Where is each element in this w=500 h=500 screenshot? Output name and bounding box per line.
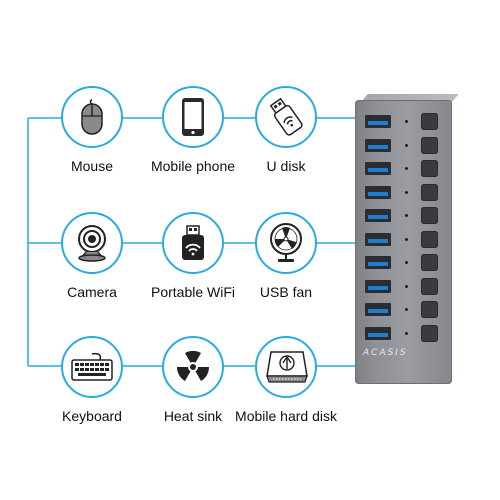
usb-port-row [365, 277, 445, 295]
device-label: Mobile hard disk [235, 408, 337, 424]
port-power-switch[interactable] [421, 301, 438, 318]
device-label: Mouse [70, 158, 114, 174]
usb-port [365, 256, 391, 269]
port-led-indicator [405, 331, 408, 335]
usb-port [365, 209, 391, 222]
port-led-indicator [405, 190, 408, 194]
device-u-disk: U disk [236, 86, 336, 174]
port-led-indicator [405, 284, 408, 288]
device-label: Keyboard [62, 408, 122, 424]
usb-port-row [365, 254, 445, 271]
usb-port-row [365, 301, 445, 318]
port-led-indicator [405, 167, 408, 170]
device-portable-wifi: Portable WiFi [143, 212, 243, 300]
port-power-switch[interactable] [421, 136, 438, 154]
port-led-indicator [405, 308, 408, 311]
port-power-switch[interactable] [421, 277, 438, 295]
port-led-indicator [405, 143, 408, 147]
wifi-adapter-icon [162, 212, 224, 274]
usb-port [365, 279, 391, 293]
webcam-icon [61, 212, 123, 274]
device-mouse: Mouse [42, 86, 142, 174]
usb-port-row [365, 324, 445, 342]
hard-disk-icon [255, 336, 317, 398]
device-mobile-phone: Mobile phone [143, 86, 243, 174]
usb-port-row [365, 183, 445, 201]
port-power-switch[interactable] [421, 183, 438, 201]
usb-port-row [365, 230, 445, 248]
port-power-switch[interactable] [421, 207, 438, 224]
mouse-icon [61, 86, 123, 148]
keyboard-icon [61, 336, 123, 398]
device-keyboard: Keyboard [42, 336, 142, 424]
usb-port-row [365, 207, 445, 224]
port-led-indicator [405, 214, 408, 217]
mobile-phone-icon [162, 86, 224, 148]
port-led-indicator [405, 261, 408, 264]
port-led-indicator [405, 120, 408, 123]
usb-port [365, 185, 391, 199]
usb-port [365, 115, 391, 128]
radiation-icon [162, 336, 224, 398]
port-power-switch[interactable] [421, 113, 438, 130]
device-label: Portable WiFi [150, 284, 236, 300]
port-power-switch[interactable] [421, 254, 438, 271]
device-label: Camera [67, 284, 117, 300]
usb-port [365, 138, 391, 152]
usb-port [365, 326, 391, 340]
device-heat-sink: Heat sink [143, 336, 243, 424]
device-label: Heat sink [163, 408, 223, 424]
device-mobile-hard-disk: Mobile hard disk [235, 336, 337, 424]
usb-port [365, 303, 391, 316]
fan-icon [255, 212, 317, 274]
port-power-switch[interactable] [421, 160, 438, 177]
usb-hub: ACASIS [355, 94, 459, 384]
usb-port-row [365, 113, 445, 130]
usb-port-row [365, 136, 445, 154]
device-label: U disk [266, 158, 306, 174]
port-power-switch[interactable] [421, 324, 438, 342]
usb-port [365, 232, 391, 246]
device-label: USB fan [259, 284, 313, 300]
device-camera: Camera [42, 212, 142, 300]
device-usb-fan: USB fan [236, 212, 336, 300]
usb-port-row [365, 160, 445, 177]
usb-port [365, 162, 391, 175]
device-label: Mobile phone [150, 158, 236, 174]
port-power-switch[interactable] [421, 230, 438, 248]
brand-logo: ACASIS [363, 348, 408, 358]
usb-drive-icon [255, 86, 317, 148]
port-led-indicator [405, 237, 408, 241]
